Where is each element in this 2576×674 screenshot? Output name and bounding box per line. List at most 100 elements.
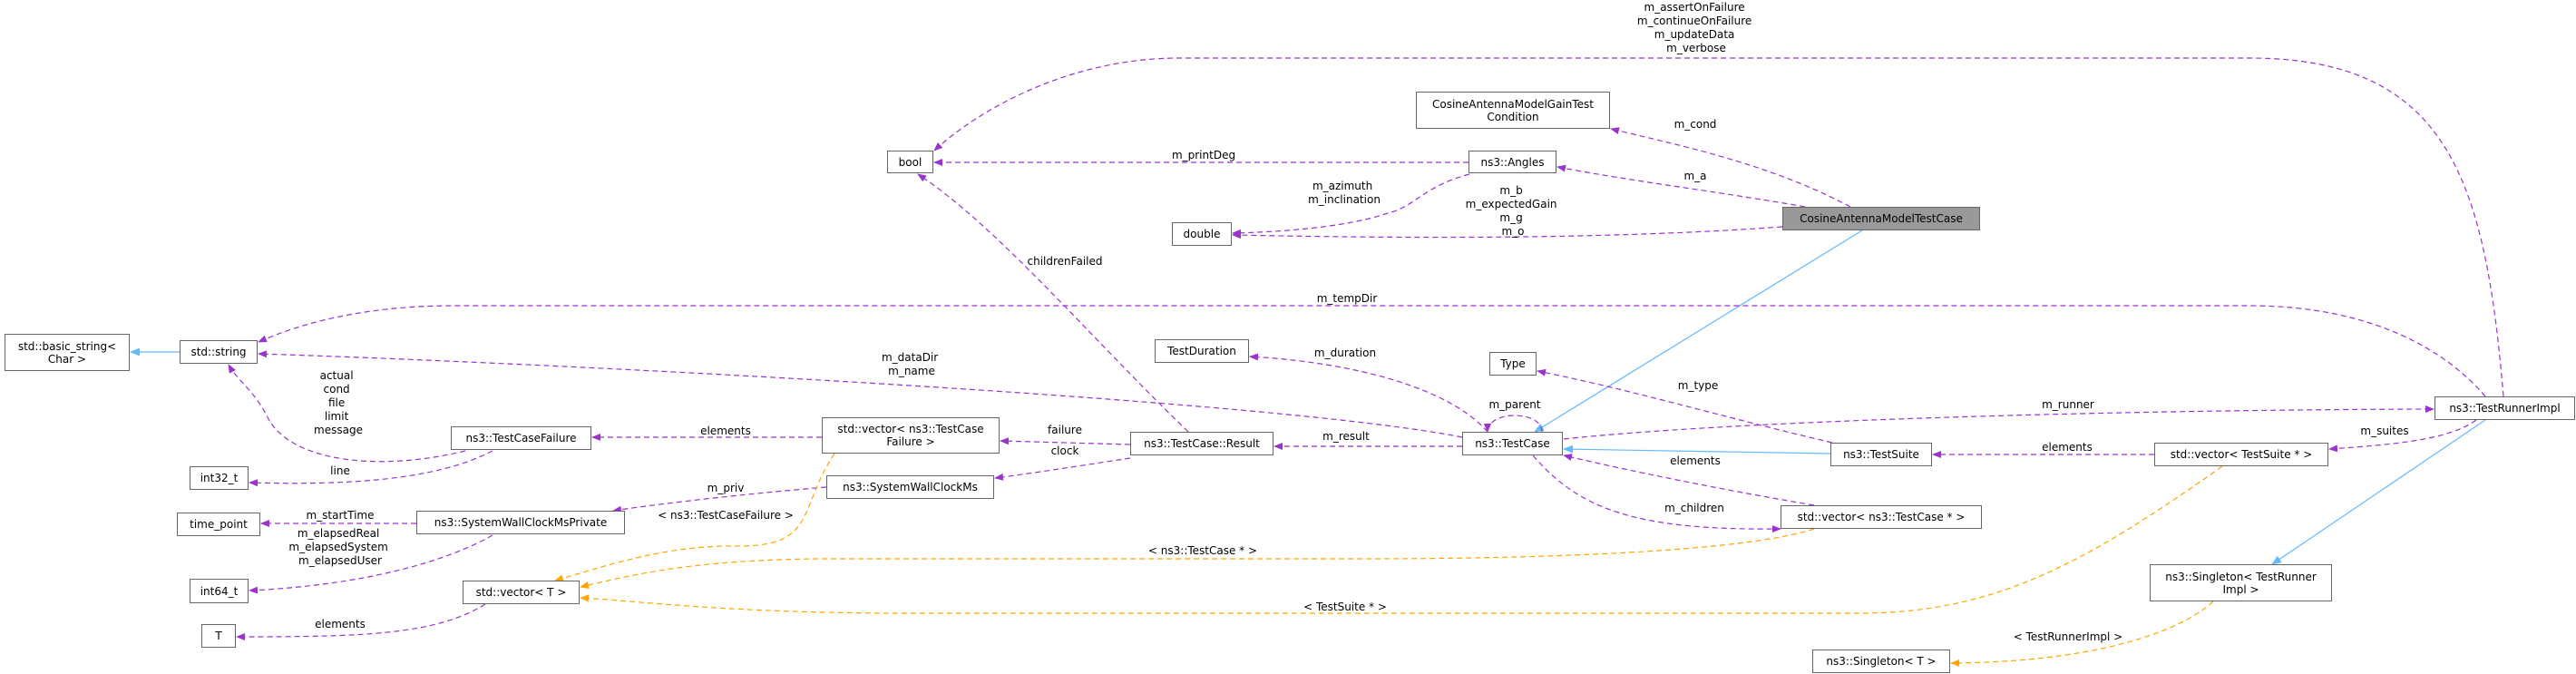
edge-runner-to-vector-suite	[2328, 419, 2477, 453]
label-m-runner: m_runner	[2042, 398, 2094, 411]
node-std-string[interactable]: std::string	[180, 340, 258, 364]
node-label: bool	[898, 155, 922, 169]
node-double[interactable]: double	[1172, 222, 1232, 246]
node-label: ns3::Angles	[1480, 155, 1545, 169]
node-t[interactable]: T	[201, 624, 236, 648]
label-m-children: m_children	[1664, 502, 1724, 514]
node-int32[interactable]: int32_t	[190, 466, 249, 490]
edge-tcf-to-int32	[249, 450, 493, 487]
node-label: CosineAntennaModelGainTest	[1431, 97, 1594, 111]
node-label: std::basic_string<	[17, 339, 117, 353]
edge-testcase-to-vector-tc	[1532, 454, 1781, 533]
label-tpl-runner: < TestRunnerImpl >	[2014, 630, 2122, 643]
label-m-printdeg: m_printDeg	[1172, 149, 1235, 161]
node-label: std::vector< ns3::TestCase	[837, 423, 984, 435]
node-label: Condition	[1487, 110, 1539, 123]
node-label: ns3::SystemWallClockMsPrivate	[434, 516, 608, 529]
node-test-duration[interactable]: TestDuration	[1155, 339, 1249, 363]
node-time-point[interactable]: time_point	[177, 513, 260, 536]
label-m-tempdir: m_tempDir	[1317, 292, 1378, 305]
edge-testcase-to-duration	[1249, 353, 1488, 433]
node-system-wall-clock-ms[interactable]: ns3::SystemWallClockMs	[826, 475, 994, 499]
node-label: time_point	[190, 518, 248, 531]
node-system-wall-clock-ms-private[interactable]: ns3::SystemWallClockMsPrivate	[416, 511, 625, 534]
label-m-result: m_result	[1322, 430, 1370, 443]
node-vector-test-suite[interactable]: std::vector< TestSuite * >	[2154, 443, 2328, 466]
node-label: Impl >	[2222, 582, 2259, 596]
node-label: T	[215, 630, 222, 642]
label-m-duration: m_duration	[1314, 347, 1376, 359]
node-angles[interactable]: ns3::Angles	[1469, 151, 1556, 173]
node-label: CosineAntennaModelTestCase	[1800, 212, 1963, 225]
node-int64[interactable]: int64_t	[190, 579, 249, 603]
label-m-a: m_a	[1683, 170, 1706, 182]
node-vector-test-case[interactable]: std::vector< ns3::TestCase * >	[1781, 505, 1982, 529]
label-strings: m_dataDir m_name	[882, 351, 942, 377]
label-elapsed: m_elapsedReal m_elapsedSystem m_elapsedU…	[288, 527, 391, 567]
node-label: ns3::Singleton< TestRunner	[2165, 570, 2317, 583]
edge-testcase-self-parent	[1484, 415, 1543, 433]
node-test-suite[interactable]: ns3::TestSuite	[1830, 443, 1932, 466]
node-label: ns3::TestCaseFailure	[465, 432, 577, 444]
edge-result-to-bool	[917, 173, 1189, 433]
label-tpl-testsuite: < TestSuite * >	[1303, 601, 1387, 613]
node-test-case-result[interactable]: ns3::TestCase::Result	[1130, 432, 1273, 455]
node-label: Failure >	[886, 435, 935, 448]
node-bool[interactable]: bool	[887, 151, 933, 173]
label-m-starttime: m_startTime	[306, 509, 374, 522]
node-vector-t[interactable]: std::vector< T >	[463, 581, 580, 604]
edge-singleton-tri-to-singleton-t	[1950, 601, 2214, 667]
edge-vector-suite-to-vector-t	[580, 465, 2223, 614]
node-test-runner-impl[interactable]: ns3::TestRunnerImpl	[2435, 396, 2575, 420]
node-test-case[interactable]: ns3::TestCase	[1462, 432, 1563, 455]
edge-runner-to-bool	[933, 57, 2504, 397]
label-children-failed: childrenFailed	[1028, 255, 1103, 268]
edge-runner-to-string	[258, 305, 2486, 397]
node-label: Char >	[47, 352, 87, 366]
edge-testcase-to-string	[258, 350, 1463, 438]
edge-angles-to-double	[1232, 173, 1470, 237]
edge-vector-tc-to-vector-t	[580, 528, 1815, 589]
edge-suite-inherits-testcase	[1563, 444, 1831, 454]
edge-vector-t-to-t	[236, 603, 486, 640]
node-std-basic-string[interactable]: std::basic_string<Char >	[5, 334, 130, 371]
node-label: std::vector< ns3::TestCase * >	[1797, 511, 1966, 523]
edge-result-to-vector-tcf	[1000, 437, 1131, 445]
node-label: ns3::SystemWallClockMs	[843, 481, 978, 493]
node-label: std::vector< T >	[475, 586, 567, 599]
node-label: std::vector< TestSuite * >	[2170, 448, 2313, 461]
edge-swcm-to-private	[612, 486, 827, 513]
label-m-parent: m_parent	[1488, 398, 1540, 411]
edge-cosine-to-angles	[1556, 164, 1806, 208]
node-label: std::string	[190, 346, 247, 358]
label-doubles: m_b m_expectedGain m_g m_o	[1466, 184, 1561, 238]
node-singleton-t[interactable]: ns3::Singleton< T >	[1812, 650, 1950, 673]
node-cosine-antenna-model-test-case: CosineAntennaModelTestCase	[1782, 207, 1980, 230]
label-runner-flags: m_assertOnFailure m_continueOnFailure m_…	[1637, 1, 1755, 54]
node-label: ns3::Singleton< T >	[1826, 655, 1937, 668]
label-m-cond: m_cond	[1674, 118, 1717, 131]
label-failure-strings: actual cond file limit message	[314, 369, 363, 436]
node-label: Type	[1500, 357, 1526, 370]
label-m-suites: m_suites	[2360, 425, 2408, 437]
node-label: ns3::TestCase::Result	[1144, 437, 1260, 450]
edge-testcase-to-runner	[1563, 405, 2435, 440]
label-clock: clock	[1051, 444, 1079, 457]
label-line: line	[330, 464, 350, 477]
node-label: double	[1183, 228, 1221, 240]
edge-result-to-swcm	[994, 457, 1131, 481]
label-tc-elements: elements	[1670, 454, 1721, 467]
label-suite-elements: elements	[2042, 441, 2093, 454]
label-m-priv: m_priv	[707, 482, 745, 494]
node-test-case-failure[interactable]: ns3::TestCaseFailure	[451, 426, 591, 450]
node-type[interactable]: Type	[1489, 352, 1537, 376]
label-m-type: m_type	[1678, 379, 1719, 392]
label-tpl-tcf: < ns3::TestCaseFailure >	[658, 509, 794, 522]
edge-private-to-int64	[249, 534, 493, 594]
label-angles-doubles: m_azimuth m_inclination	[1308, 180, 1381, 206]
node-label: TestDuration	[1167, 345, 1236, 357]
